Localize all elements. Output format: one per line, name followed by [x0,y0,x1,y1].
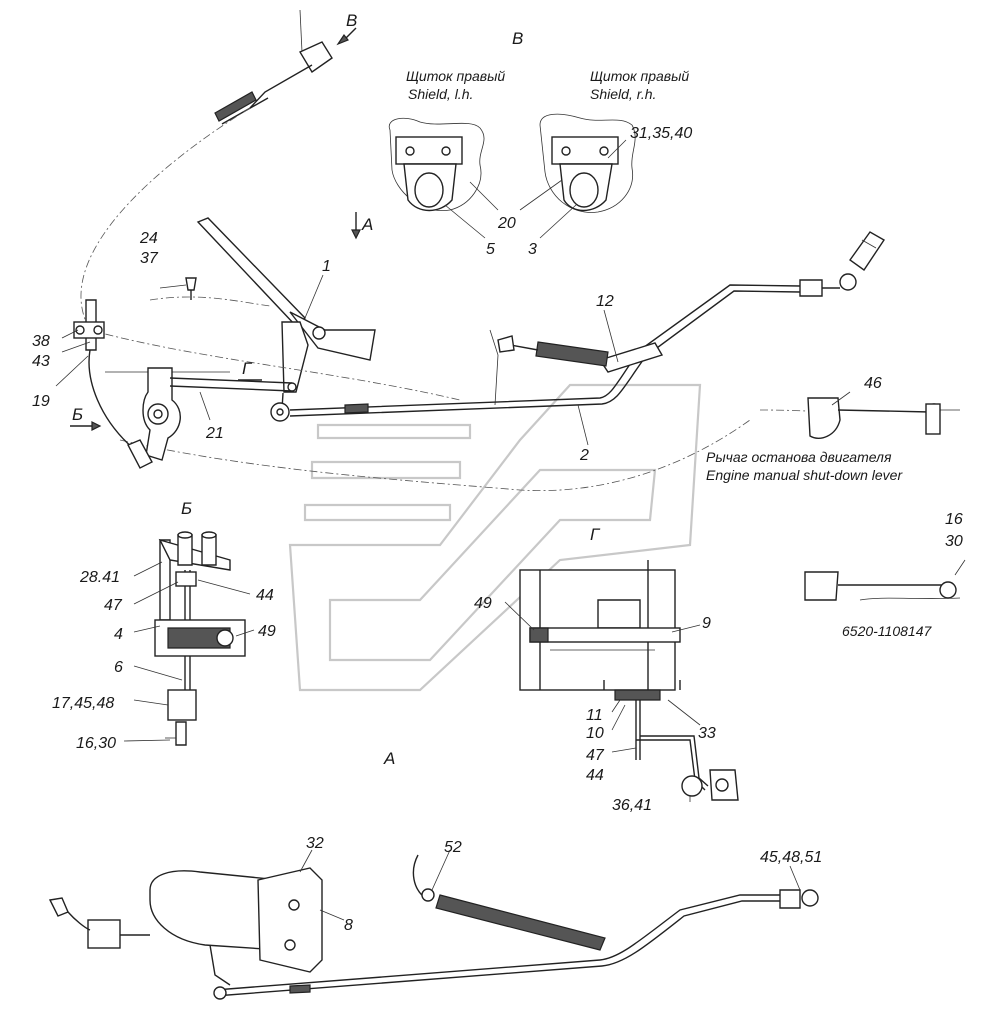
view-g-label: Г [242,359,253,378]
callout: 44 [586,767,604,784]
callout: 6 [114,659,123,676]
callout: 38 [32,333,50,350]
callout: 19 [32,393,50,410]
callout: 16,30 [76,735,116,752]
callout: 28.41 [79,569,120,586]
callout: 47 [586,747,605,764]
view-b-title: Б [181,499,192,518]
callout: 12 [596,293,614,310]
shield-left [388,117,485,212]
shield-left-ru: Щиток правый [406,68,505,84]
lever-6520-1108147 [804,559,966,601]
view-b-label: Б [72,405,83,424]
callout: 44 [256,587,274,604]
lever-caption-en: Engine manual shut-down lever [706,467,903,483]
callout-numbers: 31,35,40 20 5 3 24 37 1 12 38 43 19 21 2… [32,125,963,934]
callout: 24 [139,230,158,247]
leader-lines [55,274,851,921]
callout: 1 [322,258,331,275]
part-code: 6520-1108147 [842,623,932,639]
callout: 11 [586,707,603,724]
view-a-title: А [383,749,395,768]
stop-knob-assembly [80,9,333,331]
callout: 2 [579,447,589,464]
callout: 37 [140,250,159,267]
watermark-arrow [288,383,702,692]
callout: 31,35,40 [630,125,692,142]
callout: 30 [945,533,963,550]
callout: 3 [528,241,537,258]
callout: 9 [702,615,711,632]
shield-right [539,113,636,213]
callout: 43 [32,353,50,370]
view-g-title: Г [590,525,601,544]
callout: 46 [864,375,882,392]
callout: 47 [104,597,123,614]
bolt-24-37 [185,277,197,300]
callout: 33 [698,725,716,742]
lever-caption: Рычаг останова двигателя Engine manual s… [706,449,903,483]
callout: 4 [114,626,123,643]
callout: 49 [258,623,276,640]
bracket-21 [142,367,297,461]
view-markers: В В А А Б Б Г Г [70,11,601,768]
callout: 20 [497,215,516,232]
bracket-38-43 [73,299,153,469]
callout: 17,45,48 [52,695,114,712]
callout: 52 [444,839,462,856]
callout: 16 [945,511,963,528]
shield-right-en: Shield, r.h. [590,86,656,102]
view-a-assembly [48,854,819,1000]
lever-caption-ru: Рычаг останова двигателя [706,449,892,465]
callout: 32 [306,835,324,852]
callout: 10 [586,725,604,742]
view-v-label: В [346,11,357,30]
detail-g [519,560,739,801]
view-v-title: В [512,29,523,48]
pedal-assembly [196,217,376,422]
callout: 49 [474,595,492,612]
shield-left-en: Shield, l.h. [408,86,473,102]
rod-2 [289,231,885,417]
view-a-label: А [361,215,373,234]
lever-46 [807,397,960,439]
callout: 21 [205,425,224,442]
shield-right-ru: Щиток правый [590,68,689,84]
callout: 5 [486,241,495,258]
shield-captions: Щиток правый Shield, l.h. Щиток правый S… [406,68,689,102]
callout: 8 [344,917,353,934]
callout: 45,48,51 [760,849,822,866]
detail-b [154,531,246,746]
damper-12 [497,335,609,367]
callout: 36,41 [612,797,652,814]
